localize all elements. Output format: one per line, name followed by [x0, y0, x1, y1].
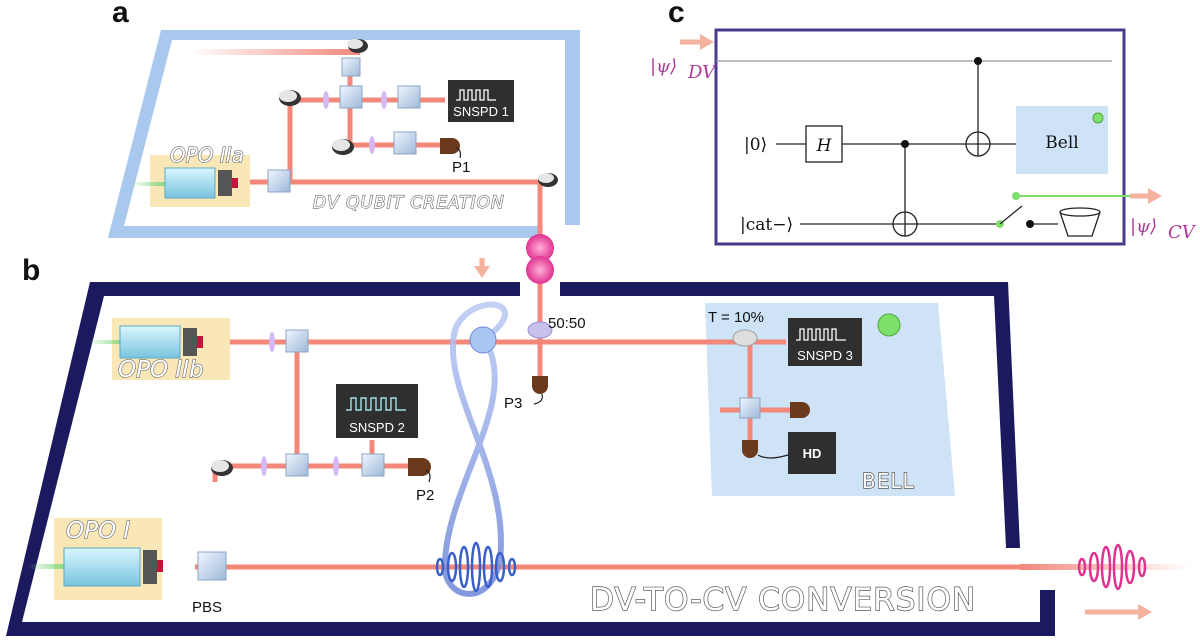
psi-dv-label: |ψ⟩ — [650, 56, 677, 77]
opo-iia-label: OPO IIa — [170, 143, 244, 167]
opo-i-label: OPO I — [66, 518, 130, 544]
cat-state-label: |cat−⟩ — [740, 215, 793, 235]
psi-cv-label: |ψ⟩ — [1130, 216, 1157, 237]
photodiode-p3: P3 — [504, 376, 548, 412]
p1-label: P1 — [452, 159, 470, 176]
beam-splitter-cube — [285, 329, 309, 353]
lens-icon — [261, 456, 267, 476]
panel-a: a — [108, 0, 580, 290]
splitter-50-50-icon — [527, 321, 553, 339]
output-beam — [1020, 564, 1190, 570]
hadamard-label: H — [816, 136, 833, 156]
splitter-10-icon — [732, 329, 758, 347]
panel-a-frame — [112, 30, 580, 225]
led-indicator-icon — [877, 313, 901, 337]
panel-b-letter: b — [22, 254, 40, 287]
photodiode-p2: P2 — [408, 458, 434, 504]
homodyne-detector: HD — [788, 432, 836, 474]
beam-splitter-cube — [285, 453, 309, 477]
hadamard-gate — [805, 125, 843, 163]
opo-iib-source: OPO IIb — [88, 318, 230, 384]
lens-icon — [333, 456, 339, 476]
opo-iib-label: OPO IIb — [118, 357, 204, 383]
pink-wavepacket-icon — [1077, 543, 1147, 591]
cv-output-arrow-head-icon — [1148, 188, 1162, 204]
bell-box — [705, 303, 955, 496]
snspd-2-detector: SNSPD 2 — [336, 384, 418, 438]
bell-label: BELL — [862, 469, 915, 493]
psi-dv-sub: DV — [687, 62, 717, 83]
panel-b-title: DV-TO-CV CONVERSION — [590, 582, 976, 618]
panel-c-letter: c — [668, 0, 685, 29]
beam-splitter-cube — [339, 85, 363, 109]
panel-c-frame — [714, 28, 1126, 246]
lens-icon — [381, 91, 387, 109]
blue-wavepacket-icon — [435, 541, 517, 593]
switch-icon — [999, 205, 1023, 225]
hd-wire — [757, 454, 789, 459]
beam-splitter-cube — [393, 131, 417, 155]
mirror-icon — [332, 139, 354, 155]
lens-icon — [323, 91, 329, 109]
lens-icon — [369, 136, 375, 154]
beam-splitter-cube — [739, 397, 761, 419]
hd-photodiode-icon — [742, 440, 758, 458]
panel-a-frame-bottom — [108, 222, 540, 238]
beam-splitter-cube — [267, 169, 291, 193]
panel-a-letter: a — [112, 0, 129, 29]
transmission-label: T = 10% — [708, 309, 764, 326]
hd-photodiode-icon — [790, 402, 810, 418]
input-arrow-head-icon — [700, 34, 714, 50]
control-dot-icon — [901, 140, 909, 148]
ket-zero-label: |0⟩ — [744, 135, 767, 155]
beam-splitter-cube — [361, 453, 385, 477]
snspd-3-label: SNSPD 3 — [797, 348, 853, 363]
p3-label: P3 — [504, 395, 522, 412]
lens-icon — [269, 332, 275, 352]
opo-i-source: OPO I — [28, 517, 163, 600]
beam-splitter-cube — [341, 57, 361, 77]
control-dot-icon — [974, 57, 982, 65]
photon-ball-icon — [526, 234, 554, 262]
photodiode-p1: P1 — [440, 138, 470, 176]
photon-ball-icon — [526, 256, 554, 284]
transfer-arrow-head-icon — [474, 266, 490, 278]
splitter-ratio-label: 50:50 — [548, 315, 586, 332]
opo-iia-source: OPO IIa — [130, 142, 250, 207]
led-indicator-icon — [1092, 112, 1104, 124]
snspd-2-label: SNSPD 2 — [349, 420, 405, 435]
psi-cv-sub: CV — [1168, 222, 1197, 243]
switch-node-icon — [1012, 192, 1020, 200]
beam-splitter-cube — [397, 85, 421, 109]
p2-label: P2 — [416, 487, 434, 504]
mirror-icon — [347, 39, 368, 53]
panel-b: b — [6, 254, 1190, 636]
mirror-icon — [211, 460, 233, 476]
output-arrow-head-icon — [1138, 604, 1152, 620]
snspd-3-detector: SNSPD 3 — [788, 318, 862, 366]
pbs-label: PBS — [192, 599, 222, 616]
mirror-icon — [538, 173, 558, 187]
snspd-1-detector: SNSPD 1 — [448, 80, 514, 122]
discard-bin-rim — [1059, 207, 1101, 217]
loop-coupler-icon — [469, 326, 497, 354]
bell-measurement-label: Bell — [1045, 133, 1078, 153]
panel-a-title: DV QUBIT CREATION — [313, 193, 505, 213]
panel-c: c |ψ⟩ DV |ψ⟩ CV |0⟩ |cat−⟩ — [650, 0, 1197, 246]
snspd-1-label: SNSPD 1 — [453, 104, 509, 119]
pbs-cube — [197, 551, 227, 581]
hd-label: HD — [803, 446, 822, 461]
switch-node-icon — [1026, 220, 1034, 228]
mirror-icon — [279, 90, 301, 106]
input-beam-a — [190, 49, 360, 55]
